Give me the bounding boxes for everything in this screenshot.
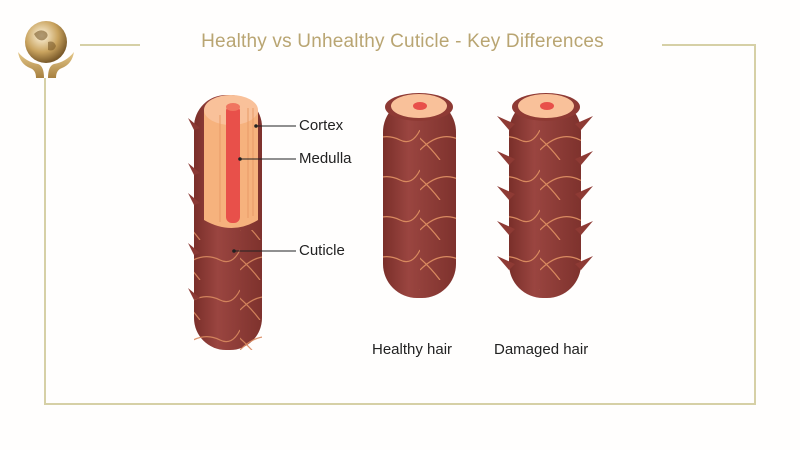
frame-line-top-left: [80, 44, 140, 46]
label-cuticle: Cuticle: [299, 242, 345, 259]
frame-line-top-right: [662, 44, 756, 46]
globe-in-hands-icon: [18, 21, 74, 78]
frame-line-left: [44, 78, 46, 405]
hair-structure-illustration: [188, 95, 296, 350]
page-title: Healthy vs Unhealthy Cuticle - Key Diffe…: [201, 31, 604, 52]
caption-healthy-hair: Healthy hair: [372, 341, 453, 358]
frame-line-right: [754, 44, 756, 405]
label-medulla: Medulla: [299, 150, 352, 167]
damaged-hair-illustration: [497, 93, 593, 298]
caption-damaged-hair: Damaged hair: [494, 341, 589, 358]
logo: [14, 12, 78, 78]
label-cortex: Cortex: [299, 117, 344, 134]
frame-line-bottom: [44, 403, 756, 405]
healthy-hair-illustration: [383, 93, 456, 298]
